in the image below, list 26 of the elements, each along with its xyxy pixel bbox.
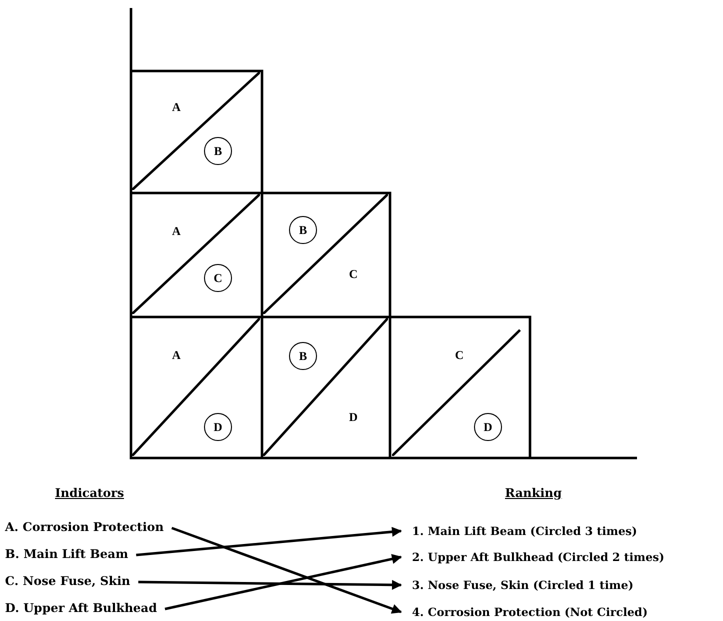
arrow <box>138 580 402 590</box>
circled-letter: B <box>289 342 317 370</box>
letter: A <box>172 100 181 115</box>
letter: C <box>455 348 464 363</box>
arrow <box>164 554 402 610</box>
column-heading: Indicators <box>55 486 124 500</box>
list-item-text: 4. Corrosion Protection (Not Circled) <box>412 604 648 621</box>
letter: C <box>349 267 358 282</box>
list-item-text: 3. Nose Fuse, Skin (Circled 1 time) <box>412 577 634 594</box>
circled-letter: D <box>474 413 502 441</box>
list-item-text: C. Nose Fuse, Skin <box>5 573 130 590</box>
list-item-text: A. Corrosion Protection <box>5 519 164 536</box>
circled-letter: D <box>204 413 232 441</box>
arrow <box>136 526 402 556</box>
circled-letter: C <box>204 264 232 292</box>
list-item-text: 1. Main Lift Beam (Circled 3 times) <box>412 523 638 540</box>
column-heading: Ranking <box>505 486 562 500</box>
list-item-text: B. Main Lift Beam <box>5 546 128 563</box>
circled-letter: B <box>204 137 232 165</box>
circled-letter: B <box>289 216 317 244</box>
list-item-text: 2. Upper Aft Bulkhead (Circled 2 times) <box>412 549 664 566</box>
arrow <box>171 526 402 614</box>
list-item-text: D. Upper Aft Bulkhead <box>5 600 157 617</box>
letter: D <box>349 410 358 425</box>
letter: A <box>172 348 181 363</box>
letter: A <box>172 224 181 239</box>
